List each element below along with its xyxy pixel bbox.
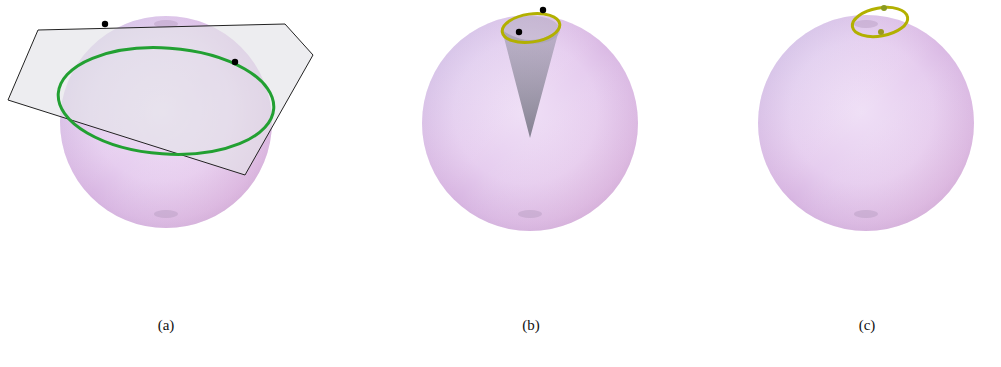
panel-label: (a) bbox=[158, 317, 175, 334]
pole-mark bbox=[518, 210, 542, 218]
sphere-tint bbox=[758, 15, 974, 231]
sphere bbox=[758, 15, 974, 231]
point bbox=[102, 21, 108, 27]
sphere bbox=[422, 15, 638, 231]
point bbox=[881, 5, 887, 11]
sphere-c bbox=[758, 3, 974, 231]
sphere-b bbox=[422, 7, 638, 231]
point bbox=[232, 59, 238, 65]
panel-label: (c) bbox=[859, 317, 876, 334]
circle-green bbox=[55, 41, 278, 162]
pole-mark bbox=[154, 210, 178, 218]
panel-label: (b) bbox=[522, 317, 540, 334]
sphere-a bbox=[8, 16, 313, 228]
pole-mark bbox=[854, 210, 878, 218]
pole-mark bbox=[854, 20, 878, 28]
sphere-tint bbox=[422, 15, 638, 231]
point bbox=[540, 7, 546, 13]
cone bbox=[502, 30, 559, 138]
point bbox=[516, 29, 522, 35]
circle-yellow bbox=[500, 10, 561, 46]
plane bbox=[8, 24, 313, 175]
circle-yellow bbox=[850, 3, 910, 40]
point bbox=[878, 29, 884, 35]
